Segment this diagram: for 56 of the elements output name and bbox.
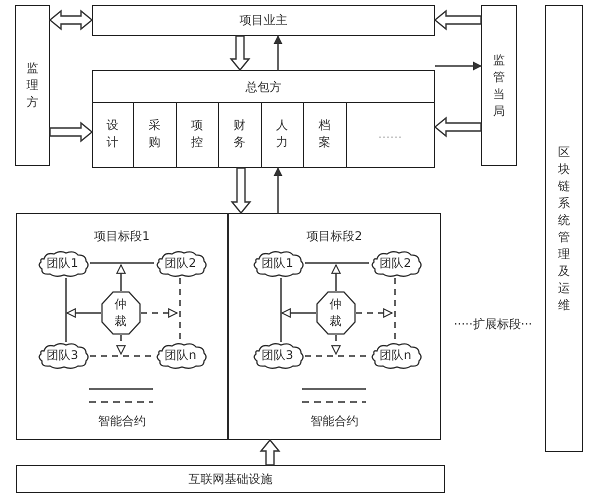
- panel-title: 项目标段2: [306, 228, 364, 245]
- connector-line: [65, 278, 67, 342]
- block-arrow: [49, 122, 94, 142]
- section-panel: [228, 213, 441, 440]
- department-cell: 人力: [262, 102, 304, 168]
- section-panel: [16, 213, 228, 440]
- arrow: [66, 308, 101, 318]
- department-cell: 采购: [134, 102, 176, 168]
- department-cell: 档案: [304, 102, 346, 168]
- arrow: [274, 35, 282, 70]
- block-arrow: [260, 438, 280, 466]
- arrow: [116, 264, 126, 291]
- extension-label: ·····扩展标段···: [452, 316, 534, 333]
- arrow: [274, 167, 282, 213]
- panel-title: 项目标段1: [93, 228, 151, 245]
- arrow: [331, 264, 341, 291]
- block-arrow: [434, 10, 482, 30]
- department-cell: 项控: [176, 102, 218, 168]
- connector-line: [305, 355, 369, 357]
- box-heading: 总包方: [244, 79, 282, 96]
- team-cloud: 团队2: [368, 250, 422, 278]
- arrow: [141, 308, 178, 318]
- department-cell: 财务: [218, 102, 262, 168]
- arrow: [435, 62, 482, 70]
- block-arrow: [48, 10, 94, 30]
- block-arrow: [230, 35, 250, 72]
- long-box: 项目业主: [92, 5, 435, 36]
- side-box: 监管当局: [481, 5, 517, 166]
- block-arrow: [230, 167, 252, 214]
- connector-line: [280, 278, 282, 342]
- side-box: 监理方: [15, 5, 50, 166]
- connector-line: [179, 278, 181, 342]
- arbitration-octagon: 仲裁: [100, 290, 140, 334]
- key-caption: 智能合约: [310, 413, 360, 430]
- arrow: [356, 308, 393, 318]
- department-cell: ……: [346, 102, 434, 168]
- arrow: [331, 335, 341, 355]
- team-cloud: 团队1: [250, 250, 304, 278]
- connector-line: [90, 262, 154, 264]
- team-cloud: 团队3: [36, 342, 90, 370]
- connector-line: [305, 262, 369, 264]
- team-cloud: 团队n: [154, 342, 208, 370]
- connector-line: [90, 355, 154, 357]
- arrow: [116, 335, 126, 355]
- side-box: 区块链系统管理及运维: [545, 5, 583, 452]
- contractor-box: [92, 70, 435, 168]
- team-cloud: 团队1: [36, 250, 90, 278]
- team-cloud: 团队n: [368, 342, 422, 370]
- long-box: 互联网基础设施: [16, 465, 445, 493]
- key-caption: 智能合约: [97, 413, 147, 430]
- team-cloud: 团队2: [154, 250, 208, 278]
- arrow: [281, 308, 316, 318]
- block-arrow: [434, 116, 482, 138]
- connector-line: [394, 278, 396, 342]
- team-cloud: 团队3: [250, 342, 304, 370]
- arbitration-octagon: 仲裁: [316, 290, 356, 334]
